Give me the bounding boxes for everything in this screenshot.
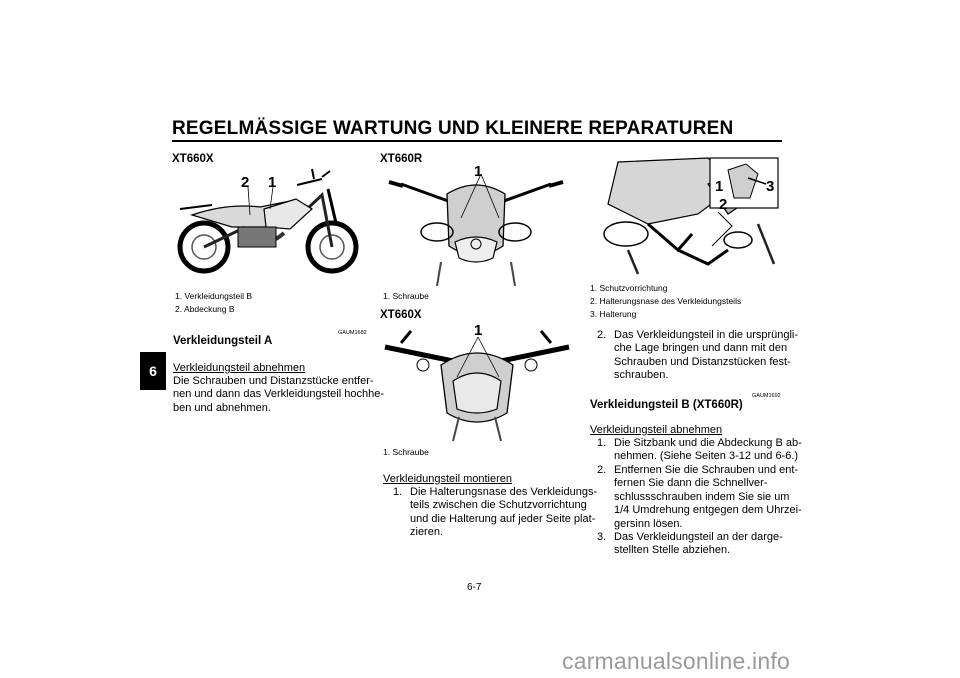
list-item: 2. Das Verkleidungsteil in die ursprüngl… — [597, 329, 799, 382]
caption-halterungsnase: 2. Halterungsnase des Verkleidungsteils — [590, 296, 742, 306]
watermark: carmanualsonline.info — [562, 648, 790, 674]
figure-callout-1: 1 — [268, 174, 277, 191]
model-label-xt660x-2: XT660X — [380, 309, 422, 321]
list-item: 3. Das Verkleidungsteil an der darge- st… — [597, 531, 783, 557]
subheading: Verkleidungsteil abnehmen — [173, 362, 306, 374]
caption-1: 1. Verkleidungsteil B — [175, 291, 253, 301]
xt660r-front-figure — [381, 162, 571, 286]
figure-callout-2-detail: 2 — [719, 196, 728, 213]
chapter-tab: 6 — [140, 352, 166, 390]
caption-halterung: 3. Halterung — [590, 309, 637, 319]
caption-schutzvorrichtung: 1. Schutzvorrichtung — [590, 283, 668, 293]
bracket-detail-figure — [588, 154, 784, 278]
caption-schraube-x: 1. Schraube — [383, 447, 429, 457]
motorcycle-side-figure — [172, 165, 362, 285]
xt660x-front-figure — [381, 321, 573, 441]
caption-2: 2. Abdeckung B — [175, 304, 235, 314]
subheading-montieren: Verkleidungsteil montieren — [383, 473, 513, 485]
list-item: 2. Entfernen Sie die Schrauben und ent- … — [597, 464, 802, 530]
list-item: 1. Die Halterungsnase des Verkleidungs- … — [393, 486, 598, 539]
figure-callout-3-detail: 3 — [766, 178, 775, 195]
doc-code-2: GAUM1692 — [752, 393, 781, 399]
figure-callout-1-detail: 1 — [715, 178, 724, 195]
list-item: 1. Die Sitzbank und die Abdeckung B ab- … — [597, 437, 802, 463]
figure-callout-1-r: 1 — [474, 163, 483, 180]
figure-callout-2: 2 — [241, 174, 250, 191]
section-heading: Verkleidungsteil A — [173, 335, 273, 347]
subheading-abnehmen-b: Verkleidungsteil abnehmen — [590, 424, 723, 436]
title-rule — [172, 140, 782, 142]
model-label-xt660x: XT660X — [172, 153, 214, 165]
caption-schraube-r: 1. Schraube — [383, 291, 429, 301]
section-heading-b: Verkleidungsteil B (XT660R) — [590, 399, 743, 411]
page-number: 6-7 — [467, 582, 482, 593]
doc-code: GAUM1682 — [338, 330, 367, 336]
figure-callout-1-x: 1 — [474, 322, 483, 339]
model-label-xt660r: XT660R — [380, 153, 423, 165]
paragraph: Die Schrauben und Distanzstücke entfer- … — [173, 375, 384, 414]
page-title: REGELMÄSSIGE WARTUNG UND KLEINERE REPARA… — [172, 118, 734, 139]
